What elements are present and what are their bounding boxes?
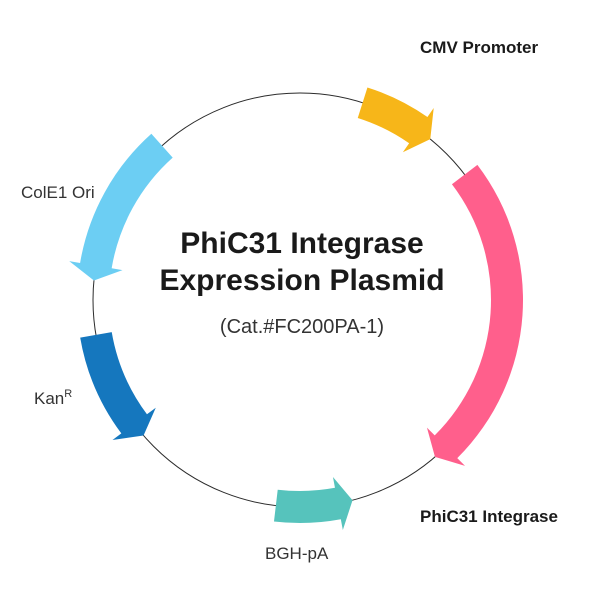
cmv-promoter-arrow <box>357 87 434 153</box>
phic31-integrase-label: PhiC31 Integrase <box>420 507 558 526</box>
phic31-integrase-arrow <box>426 164 524 466</box>
bgh-pa-arrow <box>273 476 353 531</box>
cmv-promoter-label: CMV Promoter <box>420 38 538 57</box>
feature-arrows <box>69 87 524 531</box>
kanr-label: KanR <box>34 388 72 408</box>
cole1-ori-arrow <box>69 133 173 281</box>
kanr-label-superscript: R <box>64 388 72 400</box>
cole1-ori-label: ColE1 Ori <box>21 183 95 202</box>
catalog-number: (Cat.#FC200PA-1) <box>220 316 384 338</box>
plasmid-title-line1: PhiC31 Integrase <box>180 227 423 260</box>
bgh-pa-label: BGH-pA <box>265 544 329 563</box>
kanr-label-text: Kan <box>34 389 64 408</box>
plasmid-title-line2: Expression Plasmid <box>159 264 444 297</box>
kanr-arrow <box>80 332 156 440</box>
